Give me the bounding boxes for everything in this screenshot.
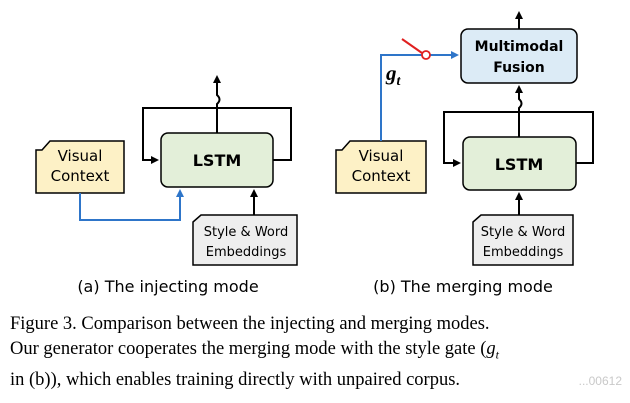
caption-line-2-text: Our generator cooperates the merging mod…	[10, 339, 487, 359]
lstm-label-a: LSTM	[193, 151, 242, 170]
gate-subscript: t	[397, 74, 402, 89]
caption-line-3: in (b)), which enables training directly…	[10, 369, 461, 390]
lstm-output-arrow-a	[213, 75, 221, 108]
fusion-label-line1: Multimodal	[475, 39, 564, 55]
visual-context-label-a-line1: Visual	[58, 147, 103, 165]
multimodal-fusion-box: Multimodal Fusion	[460, 28, 578, 84]
figure-diagram: Visual Context LSTM Style & Word Embeddi…	[35, 11, 594, 296]
embeddings-label-a-line2: Embeddings	[206, 245, 287, 260]
style-gate-switch	[401, 38, 431, 60]
lstm-to-fusion-arrow	[515, 85, 523, 112]
gate-symbol: g	[385, 61, 397, 85]
figure-caption: Figure 3. Comparison between the injecti…	[10, 312, 622, 393]
embeddings-label-a-line1: Style & Word	[204, 225, 288, 240]
visual-context-to-lstm-arrow-a	[79, 189, 184, 221]
sub-caption-a: (a) The injecting mode	[77, 277, 258, 296]
embeddings-box-a: Style & Word Embeddings	[192, 214, 298, 266]
recurrent-loop-left-a	[142, 107, 218, 164]
watermark: ...00612	[578, 374, 622, 388]
diagram-b-merging: Visual Context LSTM Multimodal Fusion St…	[335, 11, 594, 296]
lstm-box-a: LSTM	[160, 132, 274, 188]
visual-context-label-b-line2: Context	[352, 167, 411, 185]
visual-context-box-a: Visual Context	[35, 140, 125, 194]
embeddings-box-b: Style & Word Embeddings	[472, 214, 574, 266]
lstm-label-b: LSTM	[495, 155, 544, 174]
embeddings-label-b-line2: Embeddings	[483, 245, 564, 260]
caption-line-1: Figure 3. Comparison between the injecti…	[10, 314, 490, 334]
caption-line-2: Our generator cooperates the merging mod…	[10, 337, 622, 368]
visual-context-to-fusion-line	[380, 54, 422, 141]
fusion-label-line2: Fusion	[493, 60, 545, 76]
caption-gate-subscript: t	[495, 347, 499, 362]
caption-gate-symbol: g	[486, 339, 496, 359]
lstm-box-b: LSTM	[462, 136, 577, 191]
embeddings-label-b-line1: Style & Word	[481, 225, 565, 240]
visual-context-label-a-line2: Context	[51, 167, 110, 185]
visual-context-box-b: Visual Context	[335, 140, 427, 194]
sub-caption-b: (b) The merging mode	[373, 277, 553, 296]
recurrent-loop-left-b	[443, 111, 520, 167]
recurrent-loop-right-b	[519, 111, 594, 164]
gate-symbol-gt: gt	[385, 61, 402, 89]
recurrent-loop-right-a	[217, 107, 292, 161]
visual-context-label-b-line1: Visual	[359, 147, 404, 165]
diagram-a-injecting: Visual Context LSTM Style & Word Embeddi…	[35, 75, 298, 296]
